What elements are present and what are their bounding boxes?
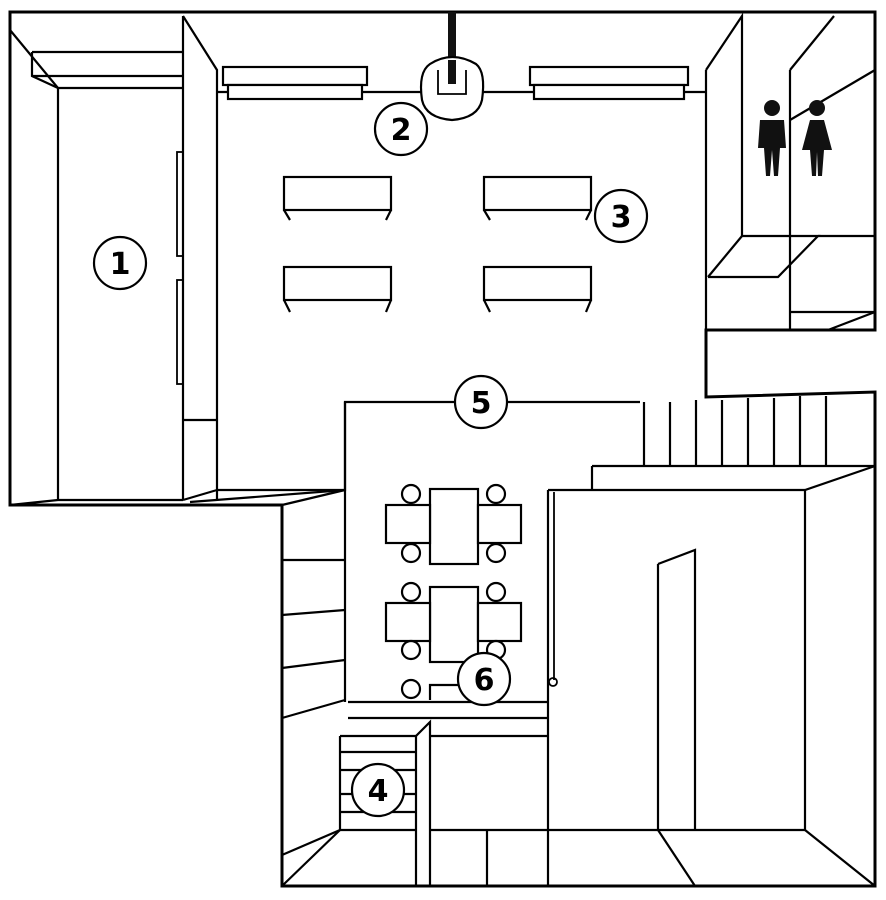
bench — [282, 265, 393, 313]
marker-4: 4 — [350, 762, 406, 818]
dining-room — [281, 402, 558, 886]
small-bench — [400, 678, 460, 700]
marker-1-label: 1 — [110, 247, 131, 282]
marker-6: 6 — [456, 651, 512, 707]
room-lower-right — [430, 490, 876, 887]
marker-6-label: 6 — [474, 663, 495, 698]
main-hall — [189, 12, 706, 504]
staircase-upper — [548, 396, 876, 492]
ceiling-light-left — [221, 65, 369, 101]
marker-3: 3 — [593, 188, 649, 244]
ceiling-light-right — [528, 65, 690, 101]
marker-5-label: 5 — [471, 386, 492, 421]
restroom-area — [704, 12, 876, 332]
room-upper-left — [9, 15, 219, 507]
bench — [282, 175, 393, 221]
bench — [482, 175, 593, 221]
marker-2: 2 — [373, 101, 429, 157]
woman-icon — [802, 100, 832, 176]
marker-4-label: 4 — [368, 774, 389, 809]
man-icon — [758, 100, 786, 176]
marker-5: 5 — [453, 374, 509, 430]
marker-2-label: 2 — [391, 113, 412, 148]
outer-walls — [8, 10, 877, 888]
dining-table-set — [384, 581, 523, 664]
marker-3-label: 3 — [611, 200, 632, 235]
bench — [482, 265, 593, 313]
dining-table-set — [384, 483, 523, 566]
projector-icon — [419, 12, 485, 122]
marker-1: 1 — [92, 235, 148, 291]
